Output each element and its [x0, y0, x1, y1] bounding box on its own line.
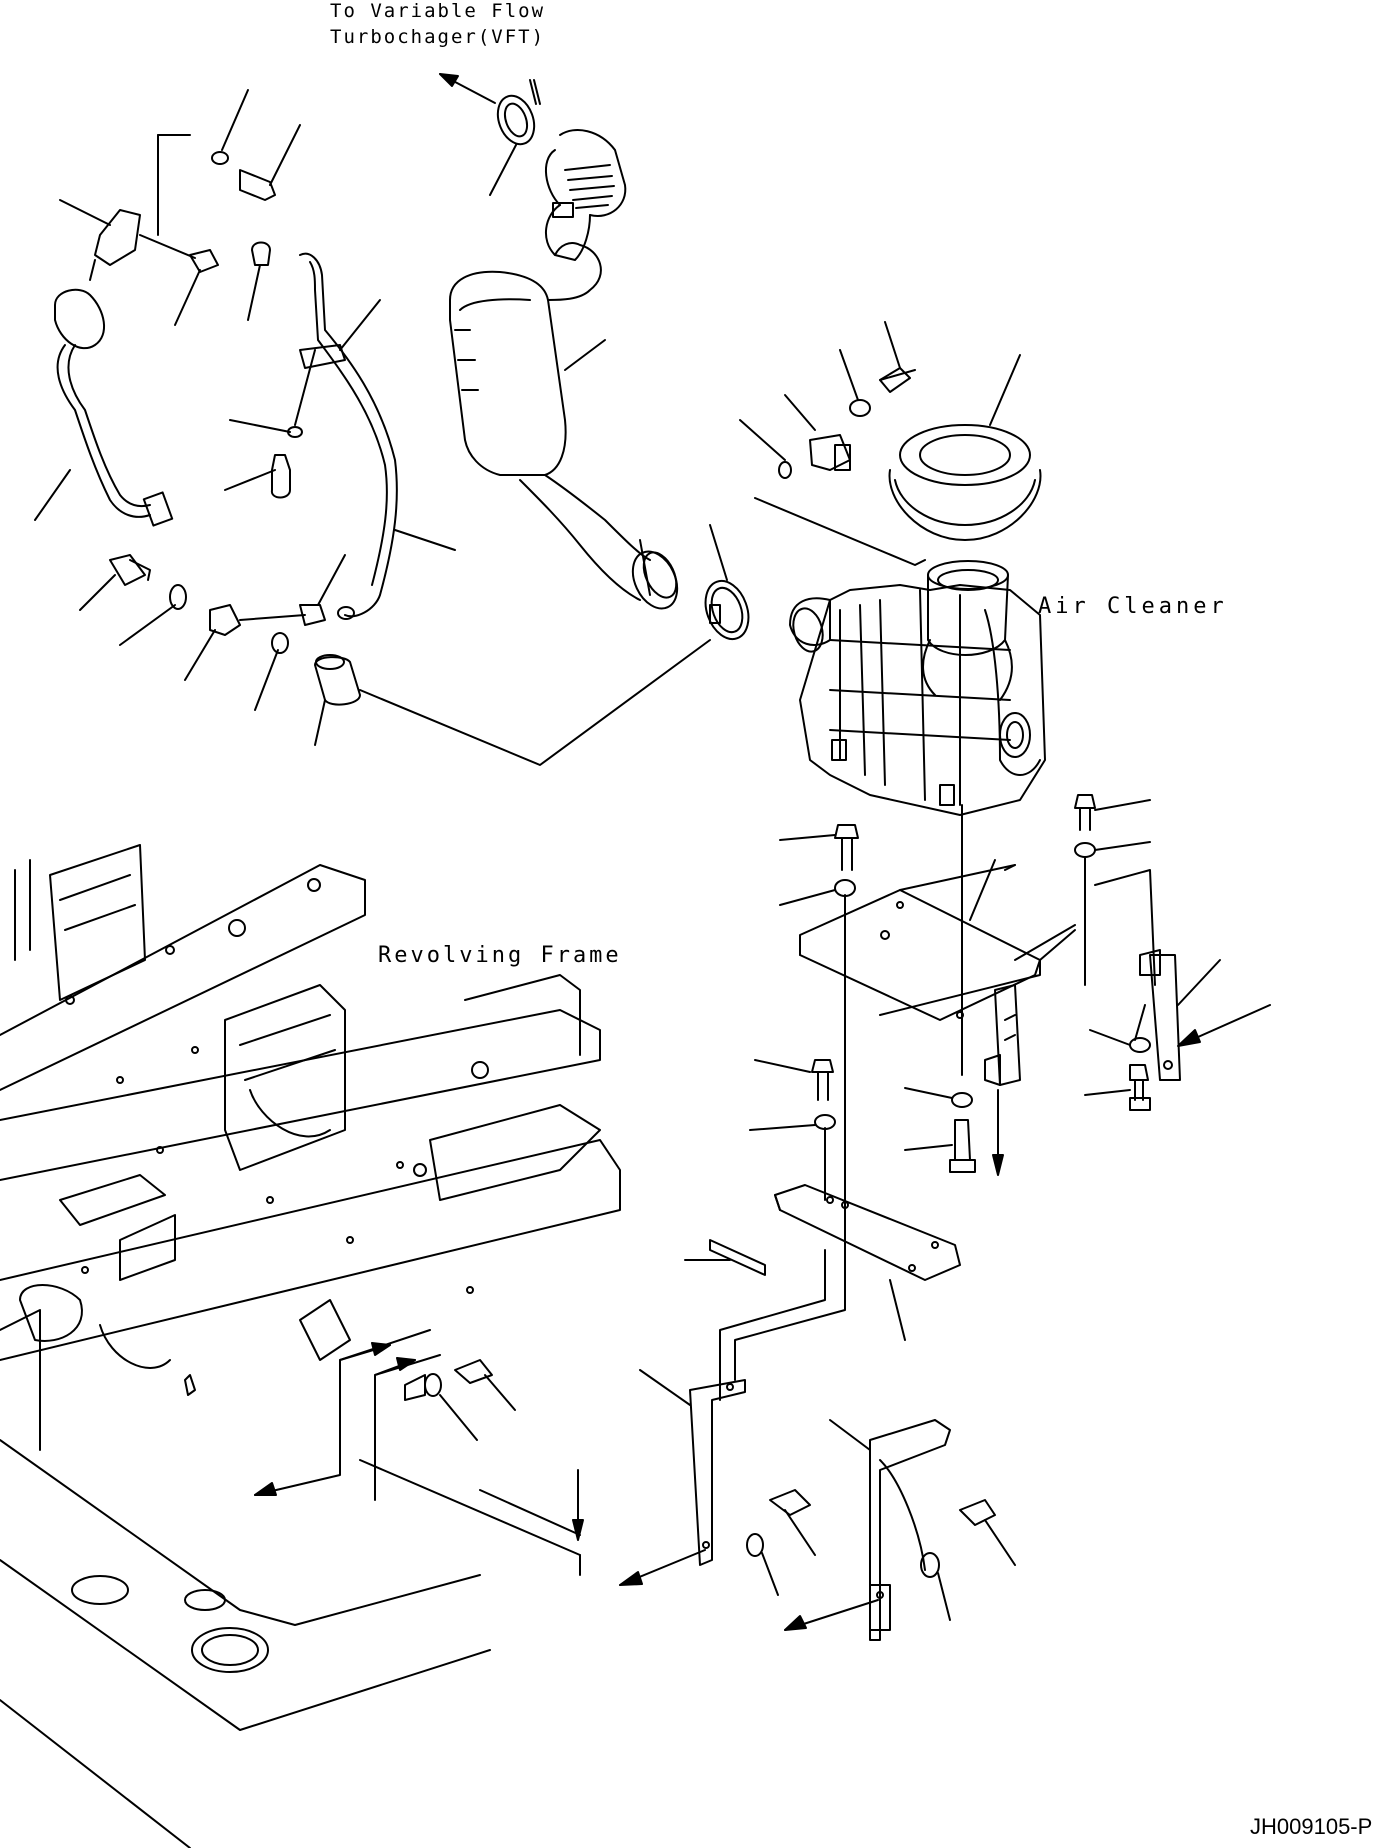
intake-hose-bellows	[544, 129, 627, 261]
air-cleaner-mounting-plate	[799, 859, 1076, 1176]
resonator-duct	[449, 242, 606, 476]
lower-left-fittings	[79, 554, 711, 766]
figure-code: JH009105-P	[1250, 1814, 1373, 1839]
fastener-stack-center	[749, 1059, 976, 1201]
l-bracket-left	[619, 1369, 816, 1596]
vft-label-line1: To Variable Flow	[330, 0, 546, 22]
hose-clamp-top	[489, 79, 541, 196]
elbow-hose	[519, 474, 679, 610]
vft-direction-arrow	[439, 73, 496, 104]
lower-mounting-bracket	[684, 1184, 961, 1401]
hose-clamp-middle	[704, 524, 750, 641]
sensor-harness	[34, 89, 456, 620]
restriction-sensor	[739, 321, 926, 566]
revolving-frame	[0, 844, 621, 1848]
air-cleaner-label: Air Cleaner	[1038, 594, 1228, 619]
fastener-stack-right	[1074, 794, 1271, 1111]
vft-label-line2: Turbochager(VFT)	[330, 26, 546, 48]
frame-fasteners	[254, 1329, 584, 1576]
air-cleaner-assembly	[789, 560, 1046, 1076]
fastener-stack-left	[779, 824, 859, 1261]
l-bracket-right	[784, 1419, 1016, 1641]
revolving-frame-label: Revolving Frame	[378, 943, 622, 968]
air-cleaner-cap	[888, 354, 1042, 541]
